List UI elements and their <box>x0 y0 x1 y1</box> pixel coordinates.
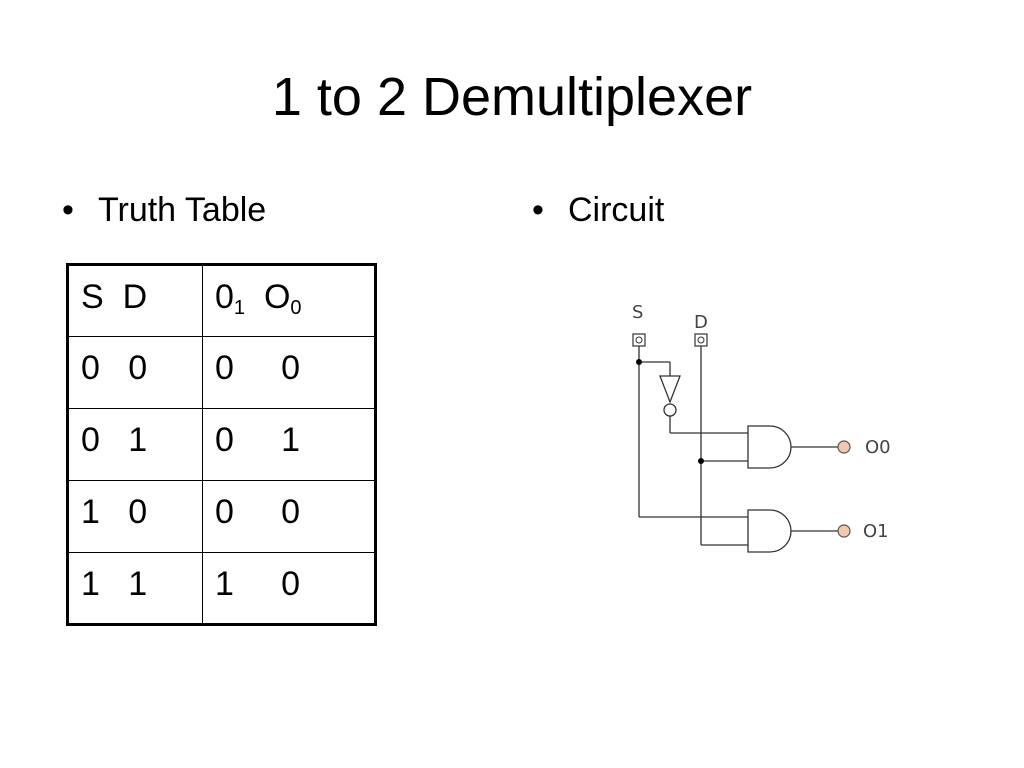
bullet-circuit: • Circuit <box>532 188 664 232</box>
row-outputs: 0 0 <box>202 480 376 553</box>
input-s-label: S <box>632 302 643 323</box>
table-row: 0 0 0 0 <box>67 336 376 409</box>
input-s-pin <box>632 333 646 347</box>
row-outputs: 0 0 <box>202 336 376 409</box>
header-outputs: 01 O0 <box>202 264 376 337</box>
and-gate-0 <box>747 425 792 469</box>
bullet-truth-table: • Truth Table <box>62 188 266 232</box>
row-outputs: 0 1 <box>202 408 376 481</box>
row-inputs: 0 0 <box>67 336 203 409</box>
slide-title: 1 to 2 Demultiplexer <box>271 67 753 127</box>
header-inputs: S D <box>67 264 203 337</box>
header-out0: O <box>263 278 291 316</box>
row-inputs: 0 1 <box>67 408 203 481</box>
table-row: 1 0 0 0 <box>67 480 376 553</box>
row-inputs: 1 1 <box>67 552 203 625</box>
table-header-row: S D 01 O0 <box>67 264 376 337</box>
header-out1: 0 <box>215 278 234 316</box>
bullet-label: Truth Table <box>98 191 267 229</box>
output-0-label: O0 <box>865 437 891 458</box>
junction-dot <box>636 359 642 365</box>
input-d-pin <box>694 333 708 347</box>
output-0-pin <box>837 440 851 454</box>
demux-circuit-diagram: S D <box>632 302 891 553</box>
output-1-pin <box>837 524 851 538</box>
wires <box>638 346 838 546</box>
table-row: 1 1 1 0 <box>67 552 376 625</box>
table-row: 0 1 0 1 <box>67 408 376 481</box>
bullet-label: Circuit <box>568 191 665 229</box>
row-outputs: 1 0 <box>202 552 376 625</box>
and-gate-1 <box>747 509 792 553</box>
bullet-marker: • <box>62 191 74 229</box>
bullet-marker: • <box>532 191 544 229</box>
truth-table: S D 01 O0 0 0 0 0 0 1 0 1 1 0 0 0 1 1 1 … <box>66 263 377 626</box>
junction-dot <box>698 458 704 464</box>
header-out1-sub: 1 <box>233 297 246 319</box>
input-d-label: D <box>694 312 708 333</box>
header-out0-sub: 0 <box>290 297 302 319</box>
not-gate <box>659 375 681 417</box>
output-1-label: O1 <box>863 521 889 542</box>
row-inputs: 1 0 <box>67 480 203 553</box>
